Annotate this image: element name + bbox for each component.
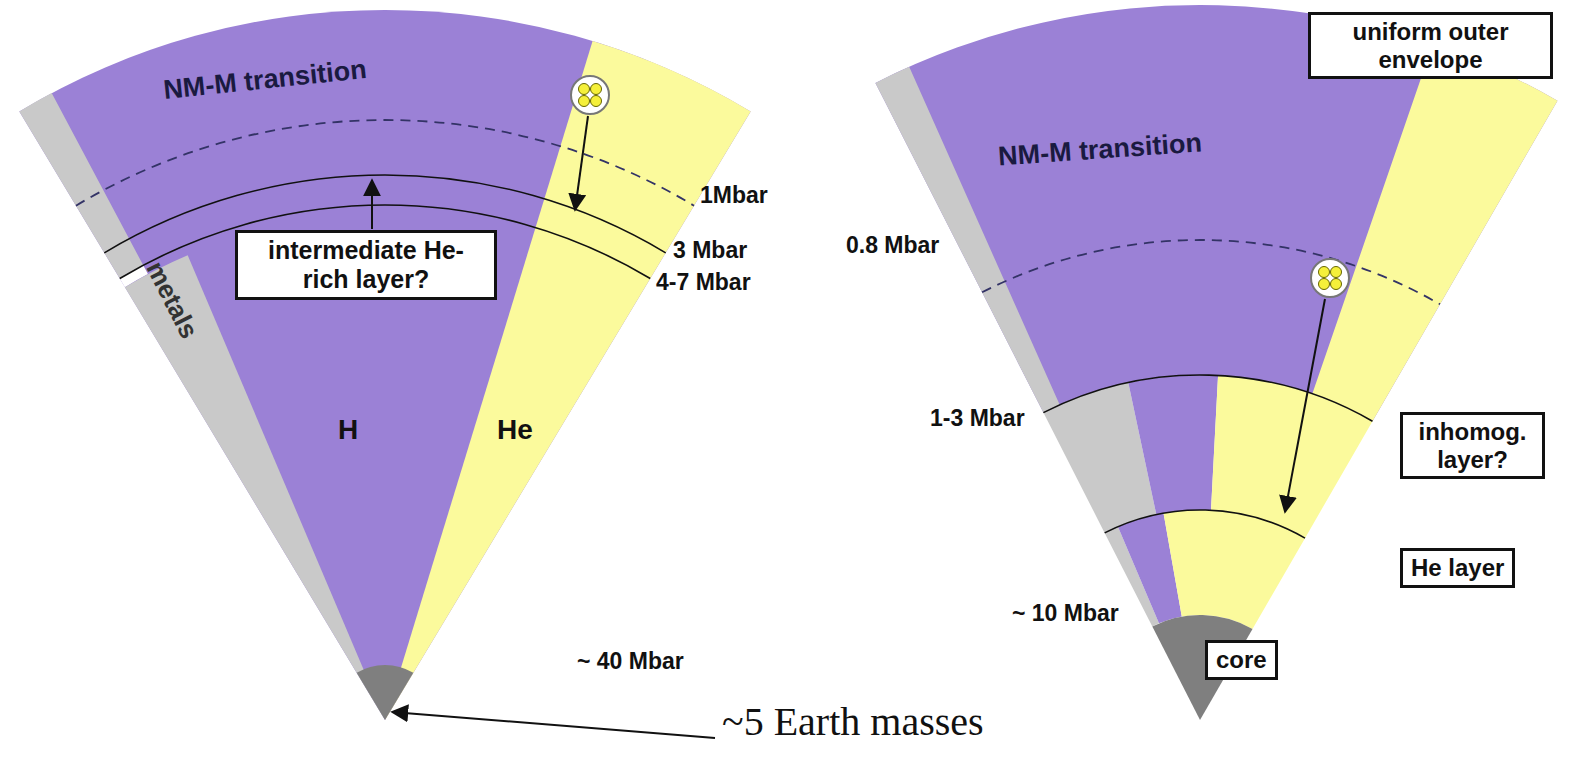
saturn-wedge [875, 5, 1557, 720]
box-text: core [1216, 646, 1267, 674]
wedge-region [357, 665, 414, 720]
wedge-region [875, 5, 1557, 421]
box-text: intermediate He-rich layer? [246, 236, 486, 294]
pressure-label: 1-3 Mbar [930, 405, 1025, 432]
box-text: uniform outer envelope [1319, 18, 1542, 73]
helium-droplet [1311, 259, 1349, 297]
leader-line [392, 712, 715, 738]
layer-box: He layer [1400, 548, 1515, 588]
core-box: core [1205, 640, 1278, 680]
wedge-region [125, 255, 385, 720]
core-mass-label: ~5 Earth masses [722, 698, 984, 745]
region-label: H [338, 414, 358, 446]
layer-boundary [1105, 510, 1305, 538]
layer-box: inhomog. layer? [1400, 412, 1545, 479]
wedge-region [19, 10, 750, 720]
wedge-region [1128, 375, 1218, 515]
transition-line [982, 240, 1440, 304]
pressure-label: 0.8 Mbar [846, 232, 939, 259]
region-label: He [497, 414, 533, 446]
wedge-region [19, 93, 143, 278]
box-text: He layer [1411, 554, 1504, 582]
layer-boundary [1043, 375, 1372, 421]
pressure-label: 1Mbar [700, 182, 768, 209]
helium-droplet [571, 76, 609, 114]
pressure-label: 4-7 Mbar [656, 269, 751, 296]
transition-line [76, 120, 694, 206]
region-box: uniform outer envelope [1308, 12, 1553, 79]
pressure-label: 3 Mbar [673, 237, 747, 264]
box-text: inhomog. layer? [1411, 418, 1534, 473]
layer-arrow [371, 180, 373, 229]
wedge-region [385, 41, 751, 720]
pressure-label: ~ 10 Mbar [1012, 600, 1119, 627]
wedge-region [1312, 44, 1557, 421]
rain-arrow [1285, 299, 1325, 512]
jupiter-wedge [19, 10, 750, 720]
pressure-label: ~ 40 Mbar [577, 648, 684, 675]
rain-arrow [575, 116, 588, 210]
layer-box: intermediate He-rich layer? [235, 230, 497, 300]
